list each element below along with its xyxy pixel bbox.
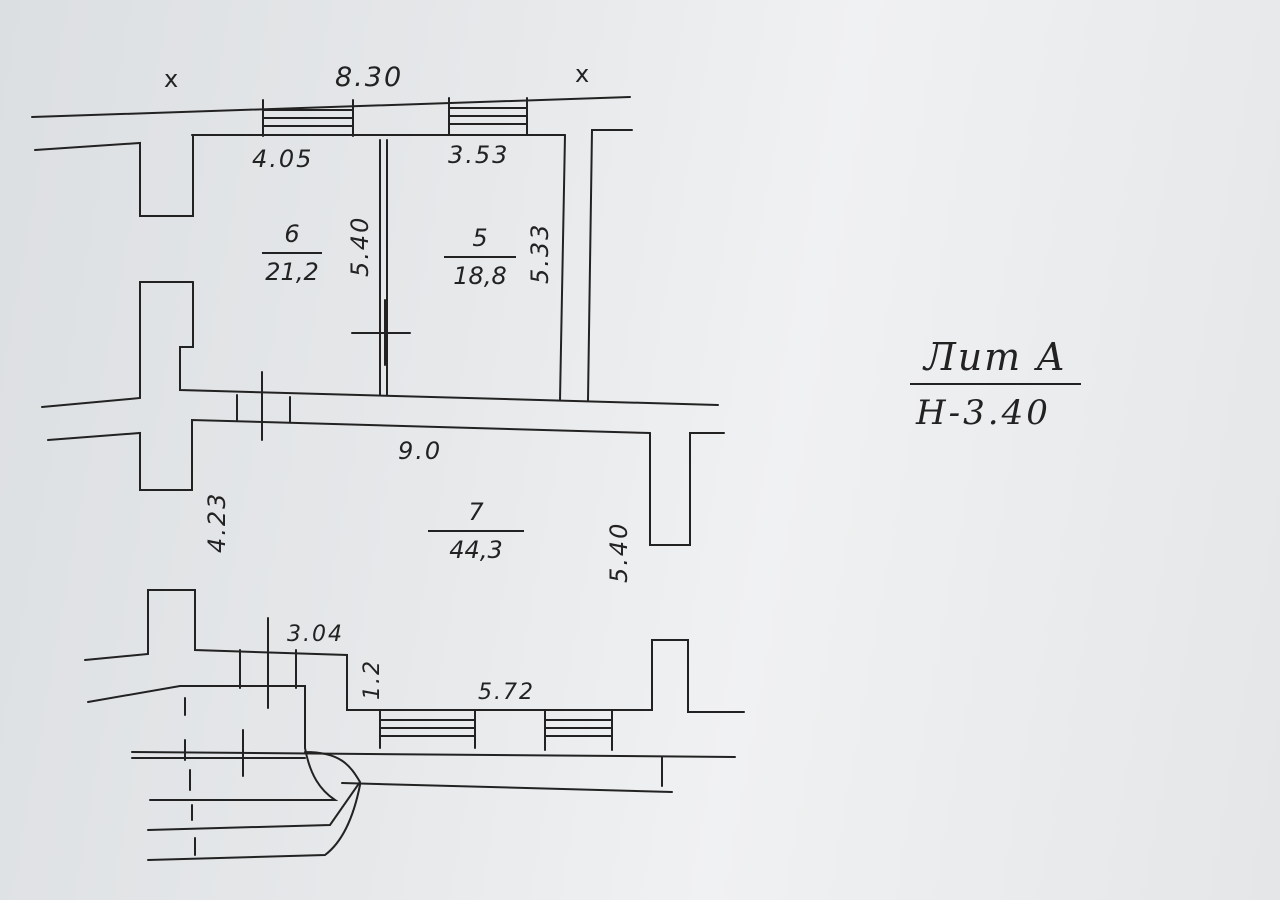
room5-width-label: 3.53 — [448, 141, 510, 169]
room-5-area: 18,8 — [453, 262, 507, 290]
room-6-label: 6 21,2 — [262, 222, 322, 284]
building-letter: Лит А — [910, 335, 1082, 385]
bottom-left-pier — [84, 589, 613, 711]
window-bottom-right — [544, 709, 613, 751]
steps-curve — [147, 747, 362, 861]
room-5-label: 5 18,8 — [444, 226, 516, 288]
window-top-right — [448, 97, 528, 135]
axis-mark-left: x — [164, 65, 181, 93]
left-wall-mid — [41, 281, 194, 408]
left-wall-pier — [179, 281, 719, 406]
room7-width-label: 9.0 — [398, 437, 443, 465]
street-line-2 — [341, 756, 673, 793]
room5-depth-label: 5.33 — [526, 222, 554, 284]
bottom-left-width-label: 3.04 — [287, 622, 344, 647]
right-wall-room5 — [559, 129, 633, 401]
bottom-step — [87, 685, 306, 749]
left-wall-lower — [47, 418, 651, 491]
room-7-area: 44,3 — [449, 536, 503, 564]
right-wall-room7 — [649, 432, 725, 546]
room6-width-label: 4.05 — [252, 145, 314, 173]
axis-mark-right: x — [575, 60, 592, 88]
window-top-left — [262, 99, 354, 137]
dashed-axis — [184, 697, 196, 856]
bottom-stair-ticks — [239, 617, 297, 709]
top-wall — [31, 96, 631, 118]
partition-door-mark — [351, 299, 411, 366]
overall-width-label: 8.30 — [335, 62, 404, 93]
partition-6-5 — [379, 139, 388, 396]
room6-depth-label: 5.40 — [346, 215, 374, 277]
building-stamp: Лит А Н-3.40 — [910, 335, 1082, 433]
bottom-right-width-label: 5.72 — [478, 680, 535, 705]
room-7-number: 7 — [428, 500, 524, 532]
room-7-label: 7 44,3 — [428, 500, 524, 562]
room-6-number: 6 — [262, 222, 322, 254]
door-room7 — [236, 371, 291, 441]
window-bottom-left — [379, 709, 476, 749]
room-6-area: 21,2 — [265, 258, 319, 286]
stair-height-label: 1.2 — [360, 659, 385, 700]
street-line — [131, 751, 736, 759]
room7-depth-left-label: 4.23 — [203, 491, 231, 553]
room-5-number: 5 — [444, 226, 516, 258]
bottom-right-pier — [611, 639, 745, 713]
room7-depth-right-label: 5.40 — [605, 521, 633, 583]
building-height: Н-3.40 — [916, 393, 1051, 433]
left-wall-upper — [34, 134, 194, 217]
